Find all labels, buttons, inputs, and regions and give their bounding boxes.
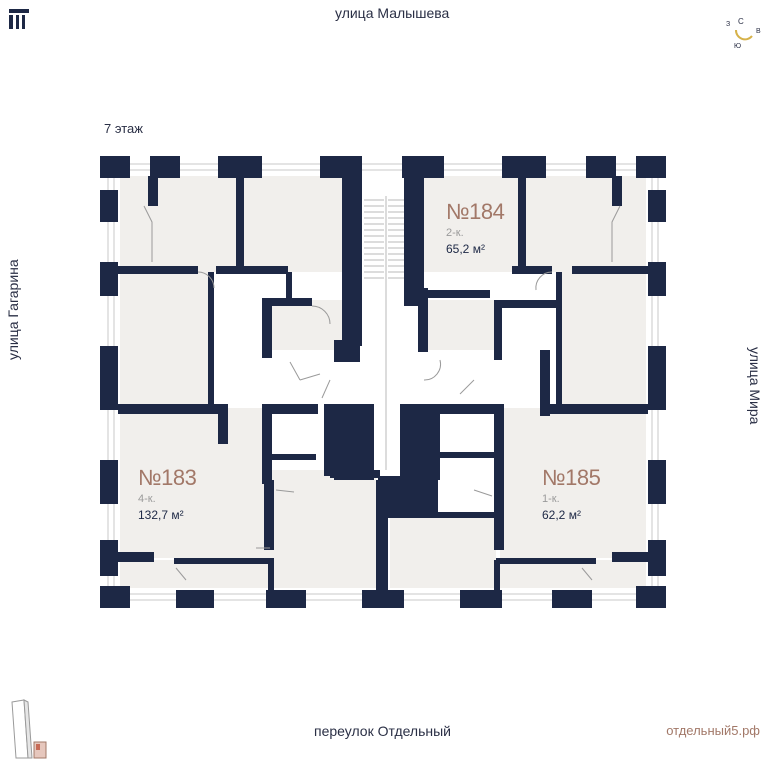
logo[interactable] <box>8 8 30 30</box>
compass-south: Ю <box>734 43 741 50</box>
apartment-area: 62,2 м² <box>542 508 581 522</box>
apartment-area: 132,7 м² <box>138 508 184 522</box>
floor-label: 7 этаж <box>104 121 143 136</box>
apartment-183[interactable]: №183 4-к. 132,7 м² <box>138 465 197 522</box>
apartment-number: №184 <box>446 199 505 224</box>
apartment-area: 65,2 м² <box>446 242 485 256</box>
compass-east: В <box>756 28 761 35</box>
apartment-rooms: 1-к. <box>542 493 560 505</box>
street-top-label: улица Малышева <box>335 5 450 21</box>
apartment-184[interactable]: №184 2-к. 65,2 м² <box>446 199 505 256</box>
compass: С З В Ю <box>726 16 762 52</box>
apartment-rooms: 2-к. <box>446 227 464 239</box>
compass-north: С <box>738 17 744 26</box>
building-mini-map[interactable] <box>6 698 50 760</box>
logo-icon <box>9 9 29 29</box>
compass-icon: С З В Ю <box>726 17 761 50</box>
street-bottom-label: переулок Отдельный <box>314 723 452 739</box>
apartment-number: №183 <box>138 465 197 490</box>
building-icon <box>11 699 47 759</box>
compass-west: З <box>726 21 730 28</box>
apartment-rooms: 4-к. <box>138 493 156 505</box>
apartment-185[interactable]: №185 1-к. 62,2 м² <box>542 465 601 522</box>
site-link[interactable]: отдельный5.рф <box>666 723 760 738</box>
apartment-number: №185 <box>542 465 601 490</box>
